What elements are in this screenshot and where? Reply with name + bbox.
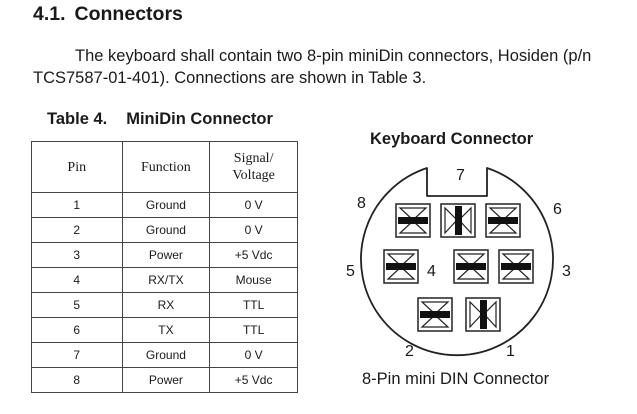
cell-function: RX [121,292,211,318]
pin-4-socket [453,249,489,284]
cell-pin: 3 [31,242,123,268]
cell-pin: 4 [31,267,123,293]
pin-7-socket [440,203,476,238]
pin-label-8: 8 [357,195,366,212]
table-caption-title: MiniDin Connector [126,110,273,128]
pin-label-7: 7 [456,167,465,184]
pin-6-socket [485,203,521,238]
pin-label-2: 2 [405,343,414,360]
cell-function: TX [121,317,211,343]
pin-5-socket [383,249,419,284]
pin-label-5: 5 [346,263,355,280]
cell-signal: 0 V [209,192,298,218]
header-signal: Signal/Voltage [209,141,298,193]
pin-label-4: 4 [427,263,436,280]
cell-signal: TTL [209,292,298,318]
pin-3-socket [498,249,534,284]
body-paragraph: The keyboard shall contain two 8-pin min… [33,47,592,87]
diagram-title: Keyboard Connector [370,130,534,148]
section-number: 4.1. [33,3,66,25]
cell-pin: 1 [31,192,123,218]
header-signal-line2: Voltage [232,168,275,183]
cell-function: Ground [121,217,211,243]
cell-function: Power [121,242,211,268]
pin-label-6: 6 [553,201,562,218]
cell-signal: Mouse [209,267,298,293]
cell-function: Ground [121,342,211,368]
pin-1-socket [465,297,501,332]
cell-function: Ground [121,192,211,218]
header-signal-line1: Signal/ [233,151,274,166]
connector-diagram: 7 8 6 5 4 3 2 1 [346,167,571,360]
section-heading: 4.1. Connectors [33,3,183,26]
pin-2-socket [417,297,453,332]
cell-signal: 0 V [209,217,298,243]
connector-outline [360,167,554,357]
section-title: Connectors [74,3,183,25]
diagram-caption: 8-Pin mini DIN Connector [362,370,550,388]
table-caption: Table 4. MiniDin Connector [47,110,273,129]
cell-signal: 0 V [209,342,298,368]
pin-label-1: 1 [506,343,515,360]
cell-pin: 7 [31,342,123,368]
cell-function: Power [121,367,211,393]
cell-signal: +5 Vdc [209,367,298,393]
cell-signal: +5 Vdc [209,242,298,268]
pin-label-3: 3 [562,263,571,280]
cell-pin: 6 [31,317,123,343]
table-caption-number: Table 4. [47,110,108,128]
header-pin: Pin [31,141,123,193]
cell-pin: 8 [31,367,123,393]
cell-pin: 2 [31,217,123,243]
pin-8-socket [395,203,431,238]
cell-function: RX/TX [121,267,211,293]
cell-pin: 5 [31,292,123,318]
table-header-row: Pin Function Signal/Voltage [31,141,298,193]
cell-signal: TTL [209,317,298,343]
header-function: Function [121,141,211,193]
